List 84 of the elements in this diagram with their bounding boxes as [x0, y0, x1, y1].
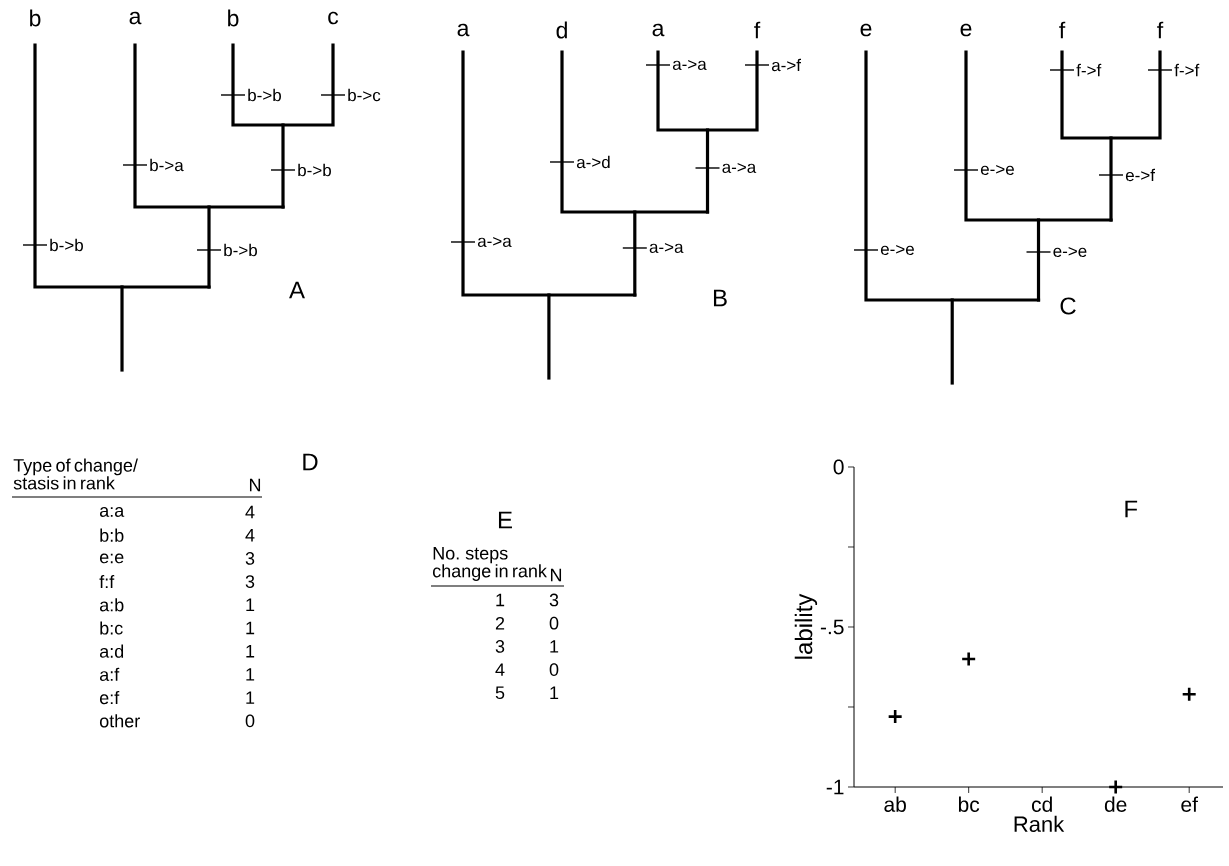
branch-label: b->b — [224, 243, 257, 257]
branch-label: b->a — [150, 158, 184, 172]
x-tick-label: ab — [884, 796, 906, 812]
branch-label: a->a — [672, 59, 707, 71]
point — [1181, 686, 1197, 702]
tip-label: f — [754, 21, 761, 39]
x-axis-title: Rank — [1014, 815, 1065, 832]
panel-letter: C — [1060, 297, 1076, 315]
tip-label: b — [228, 9, 239, 27]
table-cell: a:f — [100, 667, 120, 681]
y-axis-title: lability — [794, 593, 818, 659]
tip-label: d — [556, 21, 567, 39]
table-cell: 5 — [495, 686, 505, 700]
tip-label: a — [457, 23, 470, 37]
y-tick-label: -1 — [826, 779, 844, 795]
table-cell: 1 — [496, 593, 505, 607]
point — [1107, 779, 1124, 795]
x-tick-label: bc — [958, 796, 980, 812]
branch-label: a->d — [576, 155, 610, 169]
table-cell: 1 — [246, 691, 255, 704]
branch-label: e->e — [1053, 246, 1087, 258]
tip-label: f — [1059, 21, 1066, 39]
y-tick-label: -.5 — [820, 619, 844, 635]
x-tick-label: ef — [1181, 796, 1198, 812]
branch-label: b->c — [348, 88, 381, 102]
branch-label: e->e — [980, 164, 1014, 176]
panel-letter: D — [303, 453, 318, 471]
table-cell: 1 — [550, 640, 559, 653]
tip-label: e — [960, 23, 972, 37]
table-cell: 0 — [549, 616, 559, 630]
table-cell: 2 — [495, 616, 505, 630]
panel-letter: A — [289, 281, 305, 299]
table-cell: a:d — [100, 644, 124, 658]
branch-label: a->a — [722, 162, 757, 174]
table-cell: 3 — [245, 552, 255, 565]
branch-label: e->e — [880, 244, 914, 256]
y-tick-label: 0 — [833, 459, 844, 475]
table-cell: 1 — [550, 686, 559, 699]
tip-label: f — [1157, 21, 1164, 39]
tip-label: a — [652, 23, 665, 37]
point — [960, 651, 977, 667]
branch-label: a->f — [771, 58, 801, 72]
table-cell: 4 — [245, 529, 255, 542]
table-cell: b:b — [100, 528, 124, 542]
table-header: N — [551, 568, 562, 582]
branch-label: a->a — [477, 236, 512, 248]
table-cell: 4 — [495, 663, 505, 676]
table-cell: a:b — [100, 598, 124, 612]
tip-label: b — [30, 9, 41, 27]
panel-letter: B — [714, 289, 727, 307]
table-cell: e:f — [100, 691, 120, 705]
branch-label: b->b — [298, 163, 331, 177]
branch-label: b->b — [248, 88, 281, 102]
table-cell: 3 — [549, 593, 559, 607]
branch-label: f->f — [1174, 63, 1200, 77]
branch-label: f->f — [1076, 63, 1102, 77]
tip-label: e — [860, 23, 872, 37]
table-cell: 1 — [246, 645, 255, 658]
table-cell: 1 — [246, 598, 255, 611]
table-header: Type of change/ stasis in rank — [13, 458, 138, 490]
tip-label: c — [328, 11, 339, 25]
text: F — [1125, 500, 1138, 518]
tip-label: a — [129, 11, 142, 25]
point — [887, 708, 903, 725]
table-cell: e:e — [100, 553, 124, 564]
x-tick-label: de — [1104, 796, 1127, 812]
table-cell: f:f — [99, 575, 115, 589]
table-header: N — [250, 478, 261, 492]
branch-label: a->a — [649, 242, 684, 254]
table-cell: b:c — [100, 621, 123, 635]
table-cell: 0 — [245, 714, 255, 728]
table-cell: 1 — [246, 621, 255, 635]
x-tick-label: cd — [1031, 796, 1052, 812]
table-cell: a:a — [100, 507, 125, 517]
table-header: No. steps change in rank — [433, 547, 547, 581]
table-cell: 3 — [245, 575, 255, 588]
branch-label: e->f — [1125, 168, 1155, 182]
panel-letter: E — [499, 511, 512, 529]
branch-label: b->b — [50, 238, 83, 252]
table-cell: 3 — [495, 640, 505, 653]
table-cell: 0 — [549, 663, 559, 676]
table-cell: 4 — [245, 505, 255, 519]
table-cell: 1 — [246, 668, 255, 681]
table-cell: other — [99, 714, 140, 728]
